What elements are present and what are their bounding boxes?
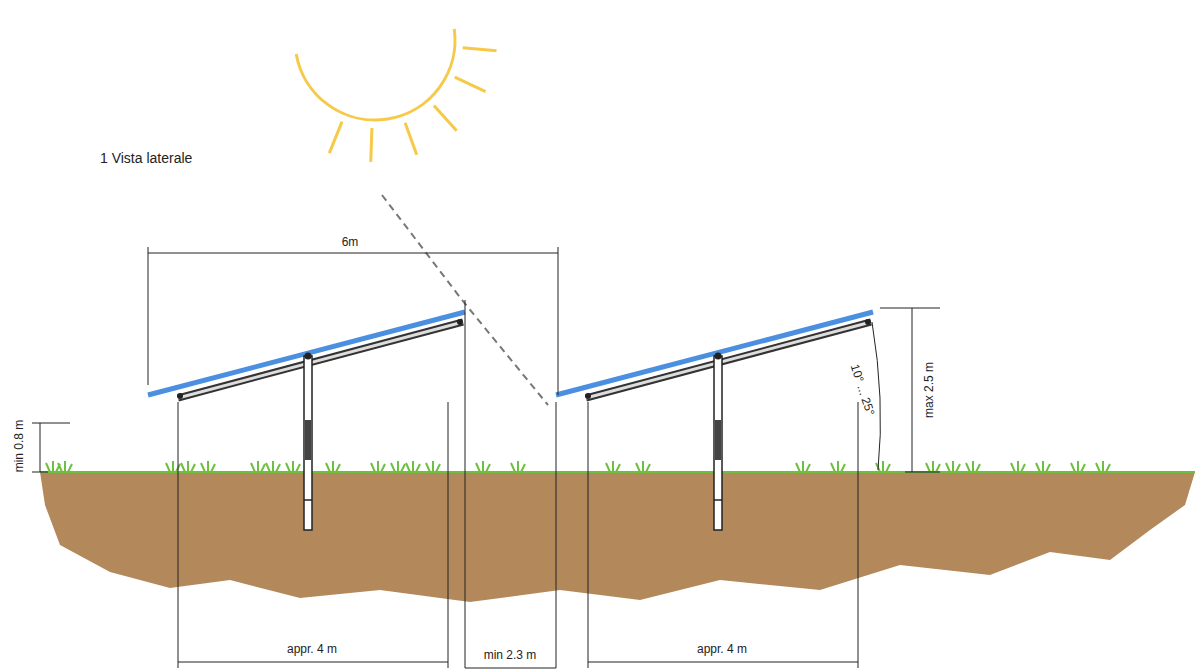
grass-tuft	[286, 461, 300, 472]
post-detail	[305, 420, 311, 460]
dimension-label: 6m	[340, 236, 361, 249]
grass-tuft	[406, 461, 420, 472]
grass-tuft	[1071, 461, 1085, 472]
view-title: 1 Vista laterale	[100, 150, 192, 166]
sun-ray	[405, 123, 417, 155]
dimension-label: appr. 4 m	[695, 643, 749, 656]
post-joint	[715, 353, 722, 360]
grass-tuft	[831, 461, 845, 472]
post-joint-line	[304, 499, 312, 501]
grass-tuft	[606, 461, 620, 472]
dimension-line	[912, 308, 913, 472]
extension-line	[448, 402, 449, 668]
panel-frame-inner	[586, 322, 871, 398]
grass-tuft	[636, 461, 650, 472]
panel-frame-inner	[178, 322, 463, 398]
dimension-line	[40, 423, 41, 472]
extension-line	[178, 402, 179, 668]
dimension-line	[880, 308, 940, 309]
dimension-line	[465, 668, 556, 669]
panel-frame	[178, 322, 463, 398]
sun-ray	[371, 128, 372, 162]
grass-tuft	[1096, 461, 1110, 472]
grass-tuft	[58, 461, 72, 472]
post-joint	[305, 353, 312, 360]
dimension-label: min 2.3 m	[482, 649, 539, 662]
extension-line	[465, 402, 466, 668]
grass-tuft	[266, 461, 280, 472]
panel-joint	[585, 393, 591, 399]
dimension-line	[588, 662, 858, 663]
grass-tuft	[371, 461, 385, 472]
dimension-line	[148, 253, 558, 254]
grass-tuft	[46, 461, 60, 472]
panel-joint	[177, 393, 183, 399]
dimension-line	[178, 662, 448, 663]
extension-line	[556, 402, 557, 668]
sun-ray	[455, 77, 486, 91]
dimension-line	[32, 472, 48, 473]
dimension-label: appr. 4 m	[285, 643, 339, 656]
extension-line	[465, 300, 466, 402]
support-post	[304, 356, 312, 530]
grass-tuft	[476, 461, 490, 472]
dimension-line	[32, 423, 70, 424]
dimension-label: min 0.8 m	[13, 418, 26, 475]
sun-ray	[329, 122, 342, 154]
sun-ray	[434, 105, 457, 130]
shadow-line	[382, 195, 548, 405]
grass-tuft	[1011, 461, 1025, 472]
panel-joint	[865, 319, 871, 325]
post-detail	[715, 420, 721, 460]
grass-tuft	[966, 461, 980, 472]
grass-tuft	[201, 461, 215, 472]
grass-tuft	[391, 461, 405, 472]
dimension-line	[558, 247, 559, 395]
angle-label: 10° ... 25°	[847, 361, 877, 419]
dimension-line	[148, 247, 149, 385]
panel-joint	[457, 319, 463, 325]
grass-tuft	[326, 461, 340, 472]
extension-line	[588, 402, 589, 668]
grass-tuft	[511, 461, 525, 472]
extension-line	[858, 402, 859, 668]
support-post	[714, 356, 722, 530]
dimension-label: max 2.5 m	[923, 360, 936, 420]
post-joint-line	[714, 499, 722, 501]
grass-tuft	[946, 461, 960, 472]
grass-tuft	[251, 461, 265, 472]
ground	[40, 472, 1195, 602]
grass-tuft	[1036, 461, 1050, 472]
grass-tuft	[426, 461, 440, 472]
angle-arc	[872, 322, 880, 470]
sun-ray	[463, 48, 497, 51]
grass-tuft	[181, 461, 195, 472]
panel-frame	[586, 322, 871, 398]
dimension-line	[905, 472, 940, 473]
grass-tuft	[926, 461, 940, 472]
grass-tuft	[796, 461, 810, 472]
sun	[296, 29, 455, 120]
